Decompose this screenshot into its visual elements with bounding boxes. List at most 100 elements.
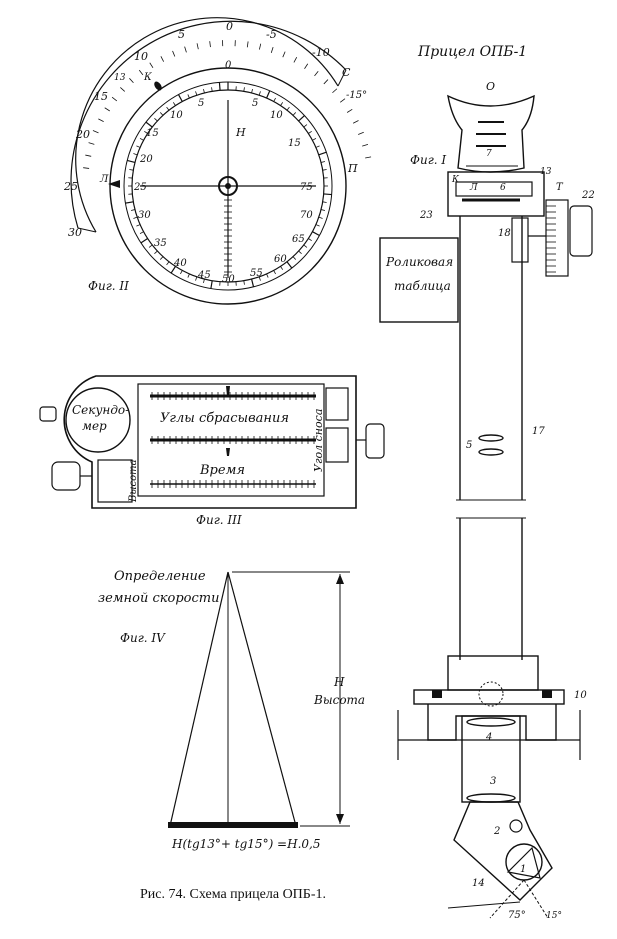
inner-label-15l: 15 — [146, 128, 159, 139]
stopwatch-dial — [65, 387, 131, 453]
inner-label-10r: 10 — [270, 110, 283, 121]
dial-tick — [154, 117, 158, 122]
dial-tick — [195, 276, 198, 281]
inner-label-45: 45 — [197, 270, 211, 281]
outer-arc-tick — [88, 142, 95, 145]
outer-arc-tick — [196, 43, 199, 50]
head-block — [447, 171, 545, 217]
part-4: 4 — [485, 732, 492, 743]
outer-arc-tick — [172, 50, 176, 57]
outer-arc-tick — [92, 130, 99, 134]
dial-tick — [159, 112, 164, 116]
dial-tick — [280, 102, 284, 106]
outer-arc-tick — [259, 43, 262, 50]
fig4-heading-2: земной скорости — [98, 591, 219, 606]
stopwatch-line1: Секундо- — [72, 403, 129, 417]
fig3-label: Фиг. III — [196, 513, 242, 527]
inner-label-30: 30 — [138, 210, 151, 221]
dial-tick — [133, 153, 138, 156]
inner-label-35: 35 — [154, 238, 167, 249]
part-6: 6 — [500, 183, 506, 193]
outer-arc-tick — [365, 156, 372, 159]
dial-tick — [166, 106, 170, 111]
dial-tick — [159, 256, 164, 260]
dial-center-dot — [225, 183, 231, 189]
dial-tick — [315, 145, 320, 148]
fig1-label: Фиг. I — [410, 153, 446, 167]
inner-label-50: 50 — [222, 274, 235, 285]
outer-arc-tick — [111, 96, 118, 102]
dial-tick — [273, 270, 276, 275]
dial-tick — [312, 138, 317, 141]
inner-label-25: 25 — [133, 182, 147, 193]
outer-arc-tick — [282, 51, 286, 58]
fig2-dial: 5 0 -5 -10 10 15 20 25 30 13 С -15° К Л … — [63, 17, 372, 305]
part-3: 3 — [490, 776, 496, 787]
fig3-panel: Секундо- мер Углы сбрасывания Время Угол… — [39, 375, 385, 527]
dial-tick — [292, 256, 297, 260]
outer-arc-tick — [138, 69, 144, 76]
outer-label-10: 10 — [134, 50, 148, 63]
part-14: 14 — [472, 878, 485, 889]
drop-angles-label: Углы сбрасывания — [160, 411, 289, 426]
dial-tick — [273, 97, 276, 102]
outer-arc-tick — [98, 118, 104, 123]
dial-tick — [145, 121, 153, 128]
dial-tick — [195, 91, 198, 96]
dial-tick — [292, 112, 297, 116]
panel-body — [63, 375, 357, 509]
dial-tick — [318, 151, 327, 156]
dial-outer-ring — [109, 67, 347, 305]
outer-label-0: 0 — [226, 20, 233, 33]
dial-tick — [303, 244, 308, 248]
drift-angle-label: Угол сноса — [312, 409, 325, 472]
dial-tick — [133, 216, 138, 219]
outer-arc-tick — [323, 79, 329, 85]
outer-arc-tick — [120, 87, 126, 92]
inner-label-40: 40 — [173, 258, 187, 269]
inner-label-0: 0 — [225, 60, 232, 71]
dial-tick — [139, 138, 144, 141]
dial-tick — [218, 82, 221, 91]
inner-label-65: 65 — [292, 234, 305, 245]
dial-tick — [129, 169, 134, 171]
inner-label-75: 75 — [300, 182, 313, 193]
dial-tick — [308, 238, 312, 242]
scale-window — [137, 383, 325, 497]
dial-tick — [322, 201, 327, 203]
dial-tick — [130, 209, 136, 211]
outer-arc-tick — [209, 41, 211, 48]
outer-arc-tick — [314, 70, 319, 77]
outer-arc-tick — [184, 46, 187, 53]
part-5: 5 — [466, 440, 472, 451]
fig4-label: Фиг. IV — [120, 631, 166, 645]
dial-tick — [140, 238, 148, 244]
outer-arc-tick — [293, 56, 298, 63]
outer-mark-k: К — [143, 72, 152, 83]
outer-arc-tick — [346, 108, 353, 113]
inner-mark-h: Н — [235, 126, 246, 139]
dial-tick — [203, 88, 205, 94]
part-k: К — [451, 175, 460, 185]
marker-k — [154, 81, 162, 91]
outer-mark-m15: -15° — [346, 90, 367, 101]
inner-label-70: 70 — [300, 210, 313, 221]
inner-label-5r: 5 — [252, 98, 258, 109]
dial-tick — [258, 276, 261, 281]
outer-arc-tick — [304, 63, 309, 69]
outer-arc-tick — [104, 107, 111, 112]
outer-label-15: 15 — [94, 90, 108, 103]
stopwatch-line2: мер — [82, 419, 107, 433]
dial-tick — [266, 273, 269, 278]
dial-tick — [154, 250, 158, 255]
dial-tick — [308, 130, 312, 134]
dial-tick — [187, 94, 190, 99]
outer-label-20: 20 — [75, 128, 90, 141]
dial-tick — [323, 193, 332, 196]
part-13: 13 — [540, 167, 552, 177]
inner-label-15r: 15 — [288, 138, 301, 149]
dial-tick — [280, 266, 284, 270]
fig4-formula: Н(tg13°+ tg15°) =Н.0,5 — [171, 837, 320, 851]
time-pointer — [226, 448, 230, 456]
sight-title: Прицел ОПБ-1 — [417, 44, 527, 60]
